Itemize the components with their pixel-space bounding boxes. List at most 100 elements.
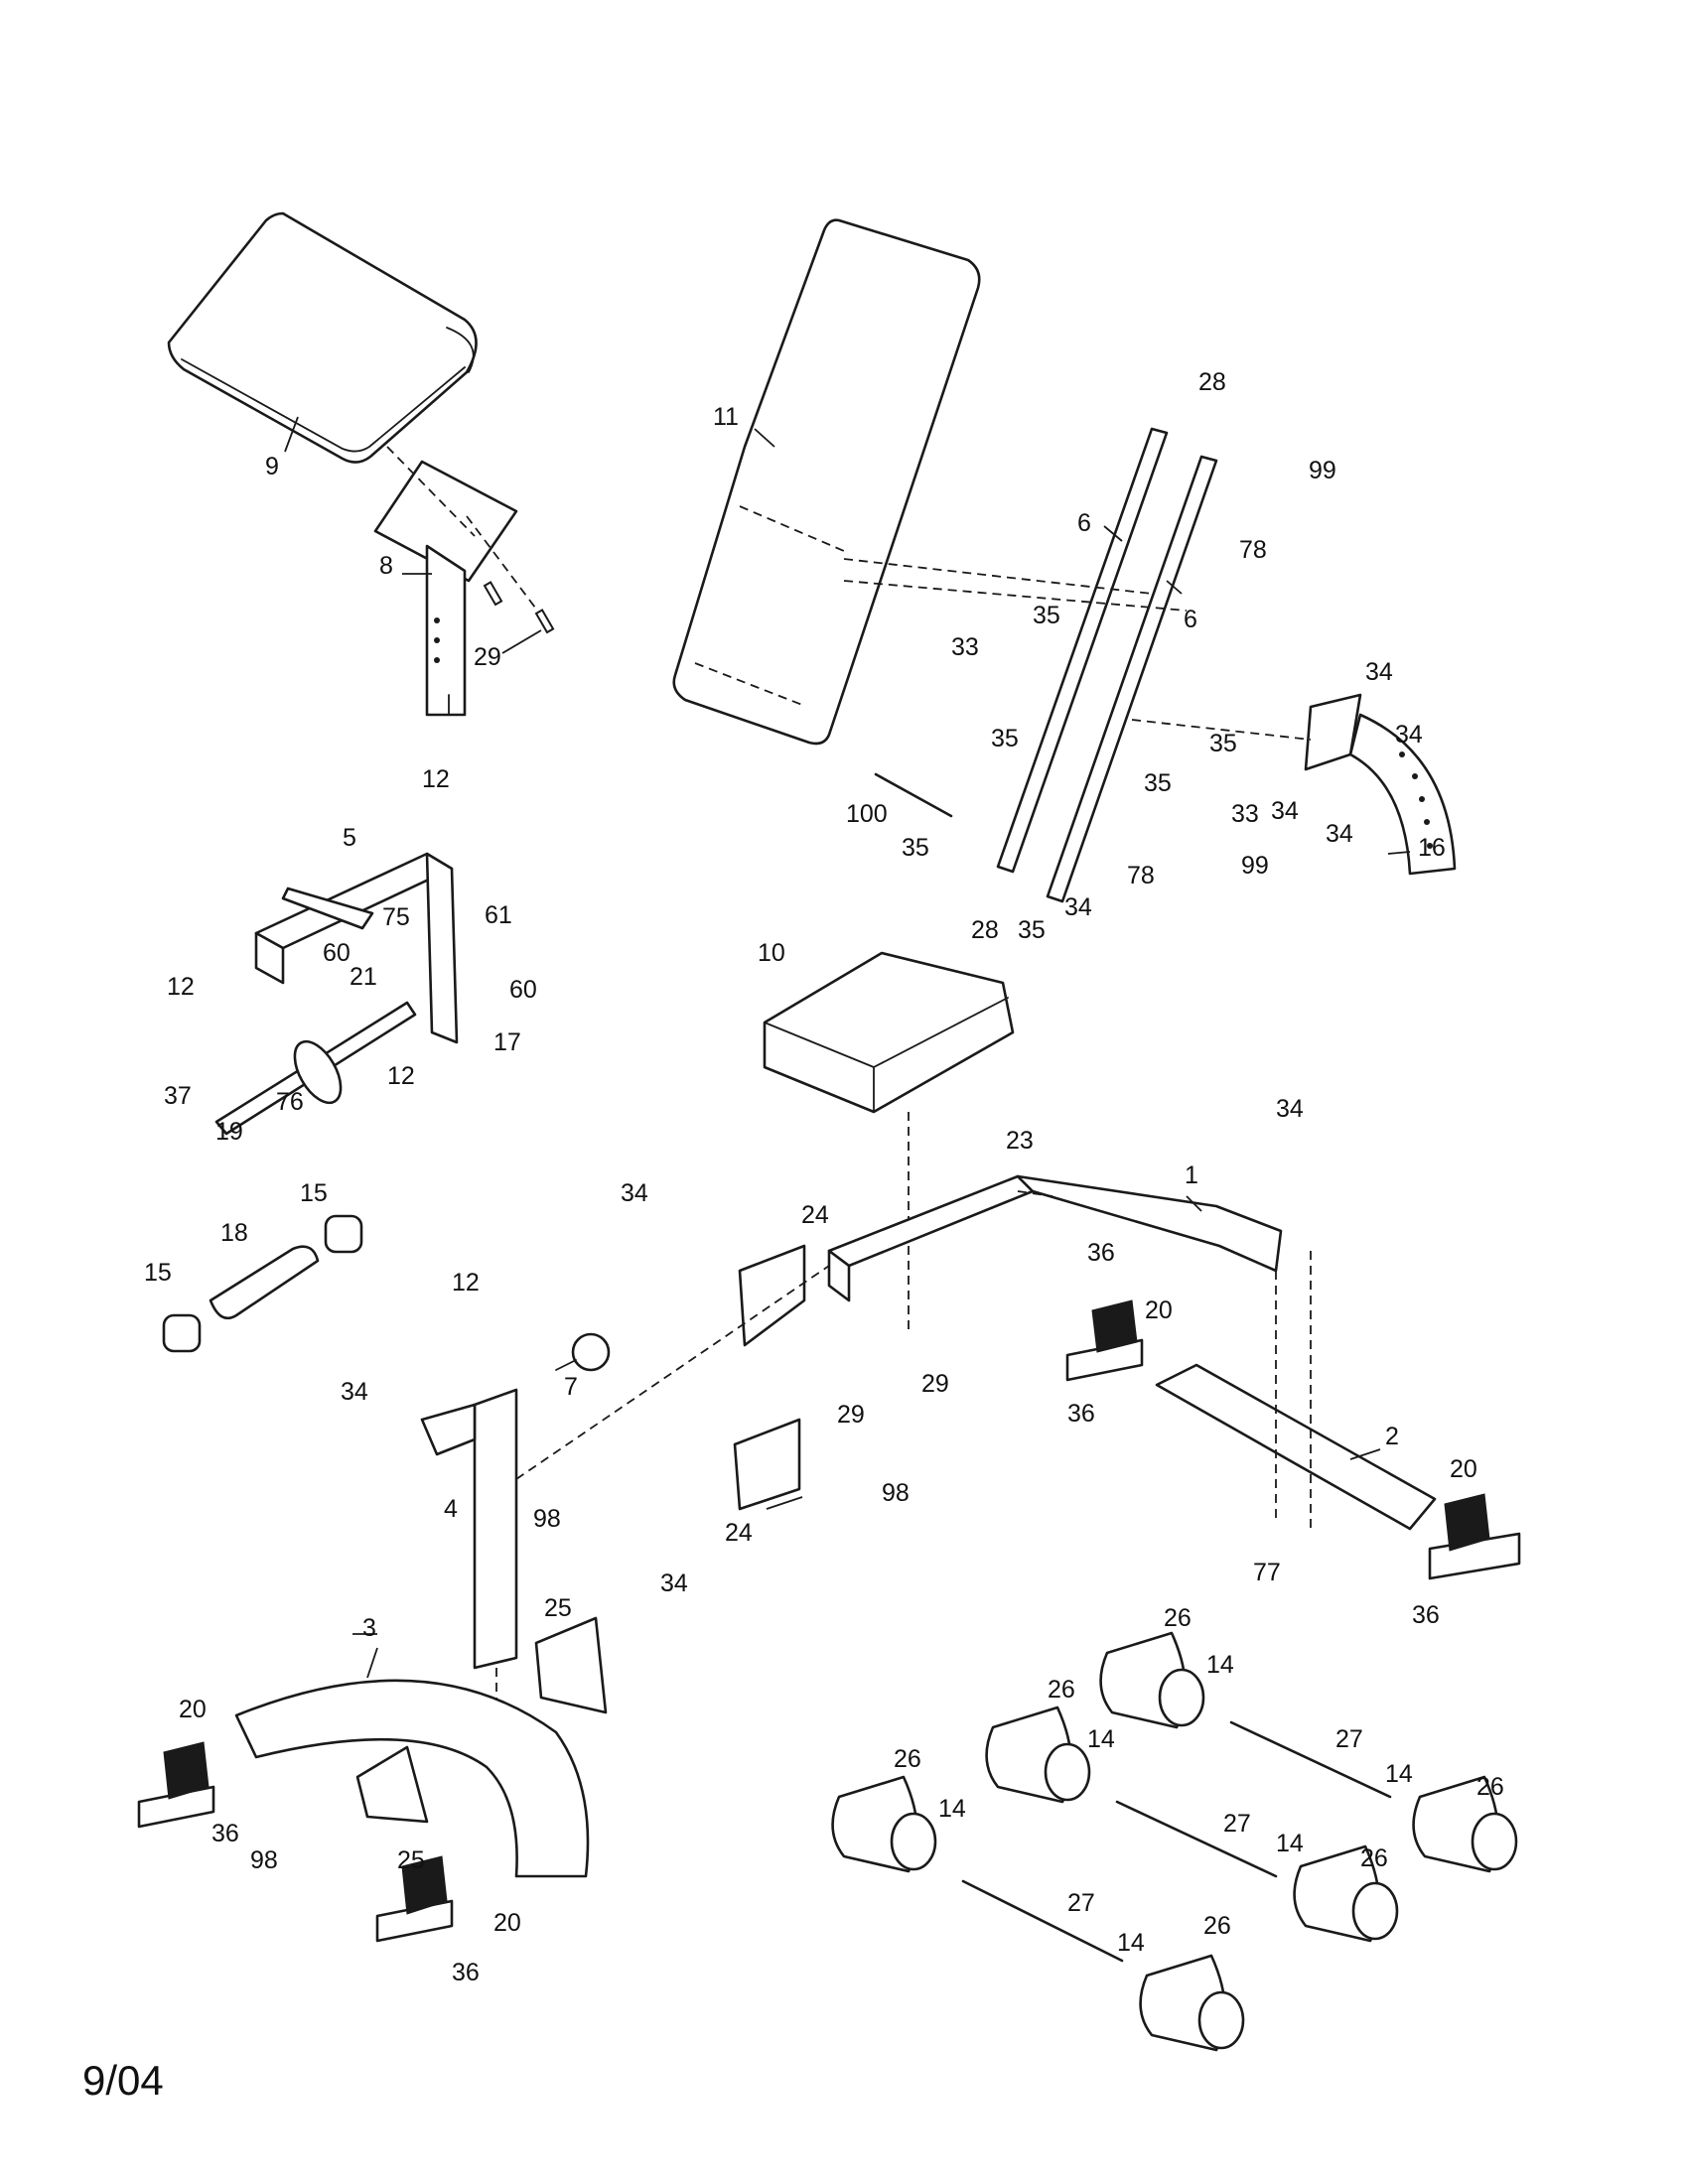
callout-37: 37: [164, 1082, 192, 1110]
rollers-set: [831, 1631, 1518, 2052]
callout-34e: 34: [1064, 893, 1092, 921]
callout-4: 4: [444, 1495, 458, 1523]
callout-3: 3: [362, 1614, 376, 1642]
callout-34h: 34: [341, 1378, 368, 1406]
callout-25a: 25: [544, 1594, 572, 1622]
callout-14a: 14: [1206, 1651, 1234, 1679]
arm-curl-pad: [167, 211, 478, 464]
callout-60b: 60: [509, 976, 537, 1004]
callout-99b: 99: [1241, 852, 1269, 880]
callout-98c: 98: [250, 1846, 278, 1874]
callout-26e: 26: [1360, 1844, 1388, 1872]
callout-19: 19: [215, 1118, 243, 1146]
callout-12a: 12: [422, 765, 450, 793]
callout-14f: 14: [1117, 1929, 1145, 1957]
callout-34b: 34: [1395, 721, 1423, 749]
callout-78a: 78: [1239, 536, 1267, 564]
callout-14c: 14: [938, 1795, 966, 1823]
callout-24b: 24: [725, 1519, 753, 1547]
callout-14b: 14: [1087, 1725, 1115, 1753]
callout-1: 1: [1185, 1161, 1198, 1189]
callout-99a: 99: [1309, 457, 1336, 484]
callout-60a: 60: [323, 939, 351, 967]
callout-75: 75: [382, 903, 410, 931]
callout-7: 7: [564, 1373, 578, 1401]
callout-34i: 34: [660, 1570, 688, 1597]
callout-28b: 28: [971, 916, 999, 944]
callout-36a: 36: [1087, 1239, 1115, 1267]
callout-24a: 24: [801, 1201, 829, 1229]
foot-rear-right: [1428, 1493, 1521, 1580]
callout-35f: 35: [1018, 916, 1046, 944]
pop-pin-knob: [555, 1332, 611, 1372]
callout-6b: 6: [1184, 606, 1197, 633]
callout-27a: 27: [1335, 1725, 1363, 1753]
callout-28a: 28: [1198, 368, 1226, 396]
callout-34f: 34: [1276, 1095, 1304, 1123]
callout-98a: 98: [533, 1505, 561, 1533]
main-frame: [827, 1174, 1283, 1302]
base-bracket-upper: [534, 1616, 608, 1714]
rear-base-tube: [1155, 1251, 1437, 1531]
foot-front-left: [137, 1741, 215, 1829]
callout-14e: 14: [1276, 1830, 1304, 1857]
leg-lever-frame: [254, 852, 459, 1044]
callout-6a: 6: [1077, 509, 1091, 537]
callout-36b: 36: [1067, 1400, 1095, 1428]
backrest-rails: [843, 427, 1218, 903]
front-base-tube: [234, 1679, 590, 1878]
callout-34c: 34: [1271, 797, 1299, 825]
callout-100: 100: [846, 800, 888, 828]
callout-2: 2: [1385, 1423, 1399, 1450]
callout-16: 16: [1418, 834, 1446, 862]
frame-bracket-upper: [738, 1244, 806, 1347]
callout-34g: 34: [621, 1179, 648, 1207]
callout-20a: 20: [179, 1696, 207, 1723]
callout-11: 11: [713, 403, 739, 431]
callout-36d: 36: [211, 1820, 239, 1847]
callout-36c: 36: [1412, 1601, 1440, 1629]
callout-76: 76: [276, 1088, 304, 1116]
callout-9: 9: [265, 453, 279, 480]
callout-61: 61: [485, 901, 512, 929]
callout-27c: 27: [1067, 1889, 1095, 1917]
callout-36e: 36: [452, 1959, 480, 1986]
callout-10: 10: [758, 939, 785, 967]
callout-35b: 35: [991, 725, 1019, 752]
callout-34a: 34: [1365, 658, 1393, 686]
front-upright: [420, 1265, 830, 1707]
foot-front-right: [375, 1855, 454, 1943]
callout-77: 77: [1253, 1559, 1281, 1586]
callout-27b: 27: [1223, 1810, 1251, 1838]
callout-5: 5: [343, 824, 356, 852]
callout-26b: 26: [1048, 1676, 1075, 1704]
callout-12b: 12: [167, 973, 195, 1001]
callout-26d: 26: [1476, 1773, 1504, 1801]
callout-33b: 33: [1231, 800, 1259, 828]
arm-pad-post: [373, 446, 555, 717]
foam-roller: [162, 1214, 363, 1353]
callout-18: 18: [220, 1219, 248, 1247]
callout-35d: 35: [1144, 769, 1172, 797]
foot-rear-left: [1065, 1299, 1144, 1382]
callout-21: 21: [350, 963, 377, 991]
callout-35e: 35: [902, 834, 929, 862]
base-bracket-lower: [355, 1745, 429, 1824]
leader-lines: [284, 416, 1411, 1679]
callout-35c: 35: [1209, 730, 1237, 757]
pivot-rod: [874, 772, 953, 818]
callout-35a: 35: [1033, 602, 1060, 629]
callout-29c: 29: [921, 1370, 949, 1398]
incline-bracket: [1131, 693, 1457, 876]
callout-15b: 15: [144, 1259, 172, 1287]
callout-29b: 29: [837, 1401, 865, 1429]
callout-20d: 20: [1450, 1455, 1477, 1483]
callout-20c: 20: [1145, 1297, 1173, 1324]
callout-8: 8: [379, 552, 393, 580]
callout-12c: 12: [387, 1062, 415, 1090]
callout-78b: 78: [1127, 862, 1155, 889]
callout-labels: 1 2 3 4 5 6 6 7 8 9 10 11 12 12 12 12 14…: [144, 368, 1504, 1986]
callout-15a: 15: [300, 1179, 328, 1207]
backrest-pad: [672, 218, 981, 746]
